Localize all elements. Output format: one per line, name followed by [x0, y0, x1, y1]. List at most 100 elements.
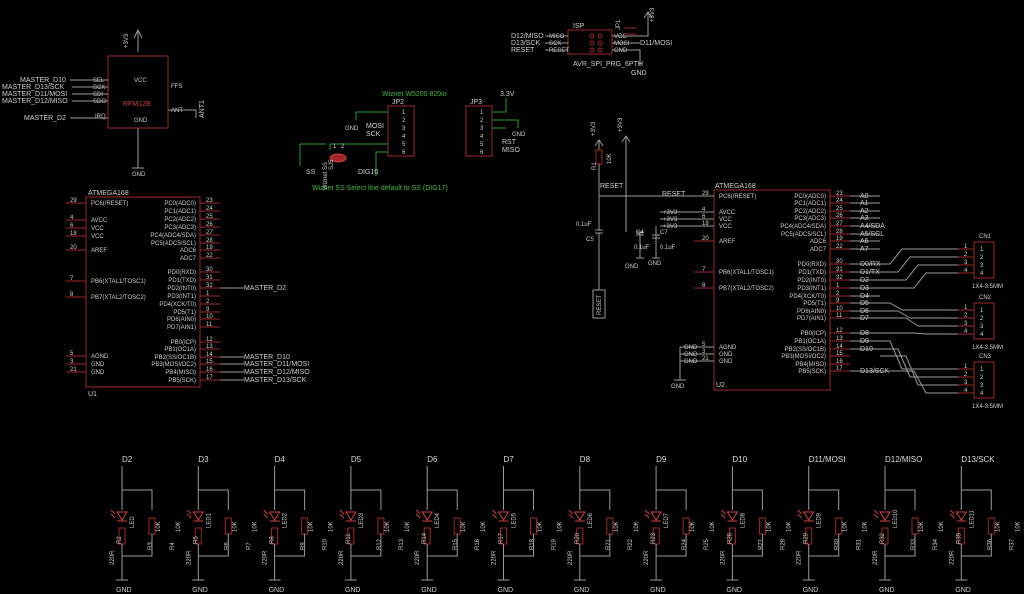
resistor-220r-value: 220R [949, 550, 955, 565]
u1-right-pin-number: 1 [206, 291, 210, 297]
u2-right-pin-number: 27 [836, 221, 843, 227]
resistor-10k-a-ref: R21 [606, 538, 612, 550]
led-light-arrows [797, 509, 803, 519]
jp3-pin-1: 1 [480, 110, 484, 116]
connector-pin-contact: 3 [980, 324, 984, 330]
rfm-module-name: RFM12B [123, 101, 151, 108]
led-ref: LED3 [359, 512, 365, 528]
resistor-220r-value: 220R [263, 550, 269, 565]
led-gnd-label: GND [879, 587, 895, 594]
u2-net-label: A5/SCL [860, 231, 884, 238]
u1-right-pin-number: 11 [206, 322, 213, 328]
u1-right-pin-name: PB4(MISO) [165, 370, 196, 376]
u2-right-pin-number: 16 [836, 359, 843, 365]
c5-label: C5 [586, 237, 594, 243]
u2-left-pin-number: 4 [702, 207, 706, 213]
rfm-supply-label: +3V3 [124, 33, 130, 48]
led-light-arrows [263, 509, 268, 519]
u2-right-pin-name: PC2(ADC2) [794, 209, 826, 215]
u1-right-pin-name: PD7(AIN1) [167, 325, 196, 331]
led-gnd-label: GND [345, 587, 361, 594]
u2-left-pin-number: 5 [702, 342, 706, 348]
u1-left-pin-name: AREF [91, 248, 107, 254]
ss-jumper-label: Wiznet SS [323, 162, 329, 190]
u2-left-pin-name: GND [719, 352, 733, 358]
wiznet-ss: SS [306, 169, 316, 176]
u1-right-pin-number: 32 [206, 283, 213, 289]
u2-right-pin-name: PB0(ICP) [801, 331, 826, 337]
led-net-label: D2 [122, 455, 133, 464]
connector-pin-number: 1 [964, 305, 968, 311]
u1-title: ATMEGA168 [88, 190, 129, 197]
isp-pin-miso: MISO [549, 34, 565, 40]
r1-supply: +3V3 [591, 121, 597, 136]
connector-pin-contact: 3 [980, 263, 984, 269]
resistor-10k-a-ref: R33 [911, 538, 917, 550]
resistor-10k-a [530, 517, 537, 535]
u1-right-pin-name: PC2(ADC2) [164, 217, 196, 223]
led-diode-symbol [650, 511, 663, 522]
jp2-label: JP2 [392, 99, 404, 106]
resistor-10k-b-value: 10K [329, 521, 335, 532]
led-light-arrows [186, 509, 192, 519]
rfm-pin-sel: SEL [93, 78, 105, 84]
led-light-arrows [644, 509, 650, 519]
isp-pin-sck: SCK [549, 41, 561, 47]
led-light-arrows [568, 509, 574, 519]
u1-right-pin-number: 10 [206, 314, 213, 320]
led-diode-symbol [802, 511, 815, 522]
u2-net-label: A3 [860, 215, 869, 222]
connector-pin-number: 4 [964, 388, 968, 394]
resistor-10k-b-value: 10K [558, 521, 564, 532]
rfm-pin-gnd: GND [134, 118, 148, 124]
u2-right-pin-name: PB4(MISO) [795, 362, 826, 368]
resistor-10k-b-value: 10K [176, 521, 182, 532]
u1-right-pin-number: 26 [206, 222, 213, 228]
resistor-10k-b-ref: R16 [475, 538, 481, 550]
led-net-wire [350, 466, 382, 510]
led-diode-symbol [955, 511, 968, 522]
led-light-arrows [949, 509, 955, 519]
connector-body [973, 302, 995, 340]
resistor-10k-b-ref: R4 [170, 542, 176, 550]
resistor-10k-a-value: 10K [461, 521, 467, 532]
led-gnd-label: GND [803, 587, 819, 594]
pulldown-wire [732, 534, 763, 557]
u1-left-pin-name: PB6(XTAL1/TOSC1) [91, 279, 146, 285]
u1-right-pin-number: 19 [206, 245, 213, 251]
resistor-10k-a [606, 517, 614, 535]
resistor-220r-ref: R23 [651, 532, 657, 544]
u2-right-pin-number: 2 [836, 291, 840, 297]
u2-right-pin-name: PD1(TXD) [798, 270, 826, 276]
jp1-label: JP1 [616, 19, 622, 30]
resistor-10k-a-value: 10K [614, 521, 620, 532]
jp2-gnd: GND [345, 126, 359, 132]
resistor-10k-b-value: 10K [481, 521, 487, 532]
resistor-10k-a-ref: R3 [148, 542, 154, 550]
u1-right-pin-number: 9 [206, 307, 210, 313]
u1-right-pin-name: PB3(MOSI/OC2) [151, 362, 196, 368]
resistor-220r-ref: R2 [117, 536, 123, 544]
resistor-10k-b-value: 10K [252, 521, 258, 532]
u1-right-pin-name: ADC6 [180, 248, 197, 254]
rfm-pin-sdo: SDO [93, 99, 106, 105]
u1-right-pin-number: 15 [206, 359, 213, 365]
led-net-label: D11/MOSI [809, 455, 846, 464]
net-master-d11: MASTER_D11/MOSI [2, 91, 67, 98]
net-master-d10: MASTER_D10 [20, 77, 66, 84]
u2-left-pin-name: AGND [719, 345, 737, 351]
led-ref: LED9 [817, 512, 823, 528]
connector-wire [880, 272, 958, 289]
resistor-10k-a-value: 10K [995, 521, 1001, 532]
led-ref: LED10 [893, 509, 899, 528]
resistor-10k-b-value: 10K [634, 521, 640, 532]
u2-right-pin-number: 28 [836, 229, 843, 235]
resistor-220r-value: 220R [644, 550, 650, 565]
u1-net-label: MASTER_D2 [244, 285, 286, 292]
resistor-10k-a [453, 517, 461, 535]
